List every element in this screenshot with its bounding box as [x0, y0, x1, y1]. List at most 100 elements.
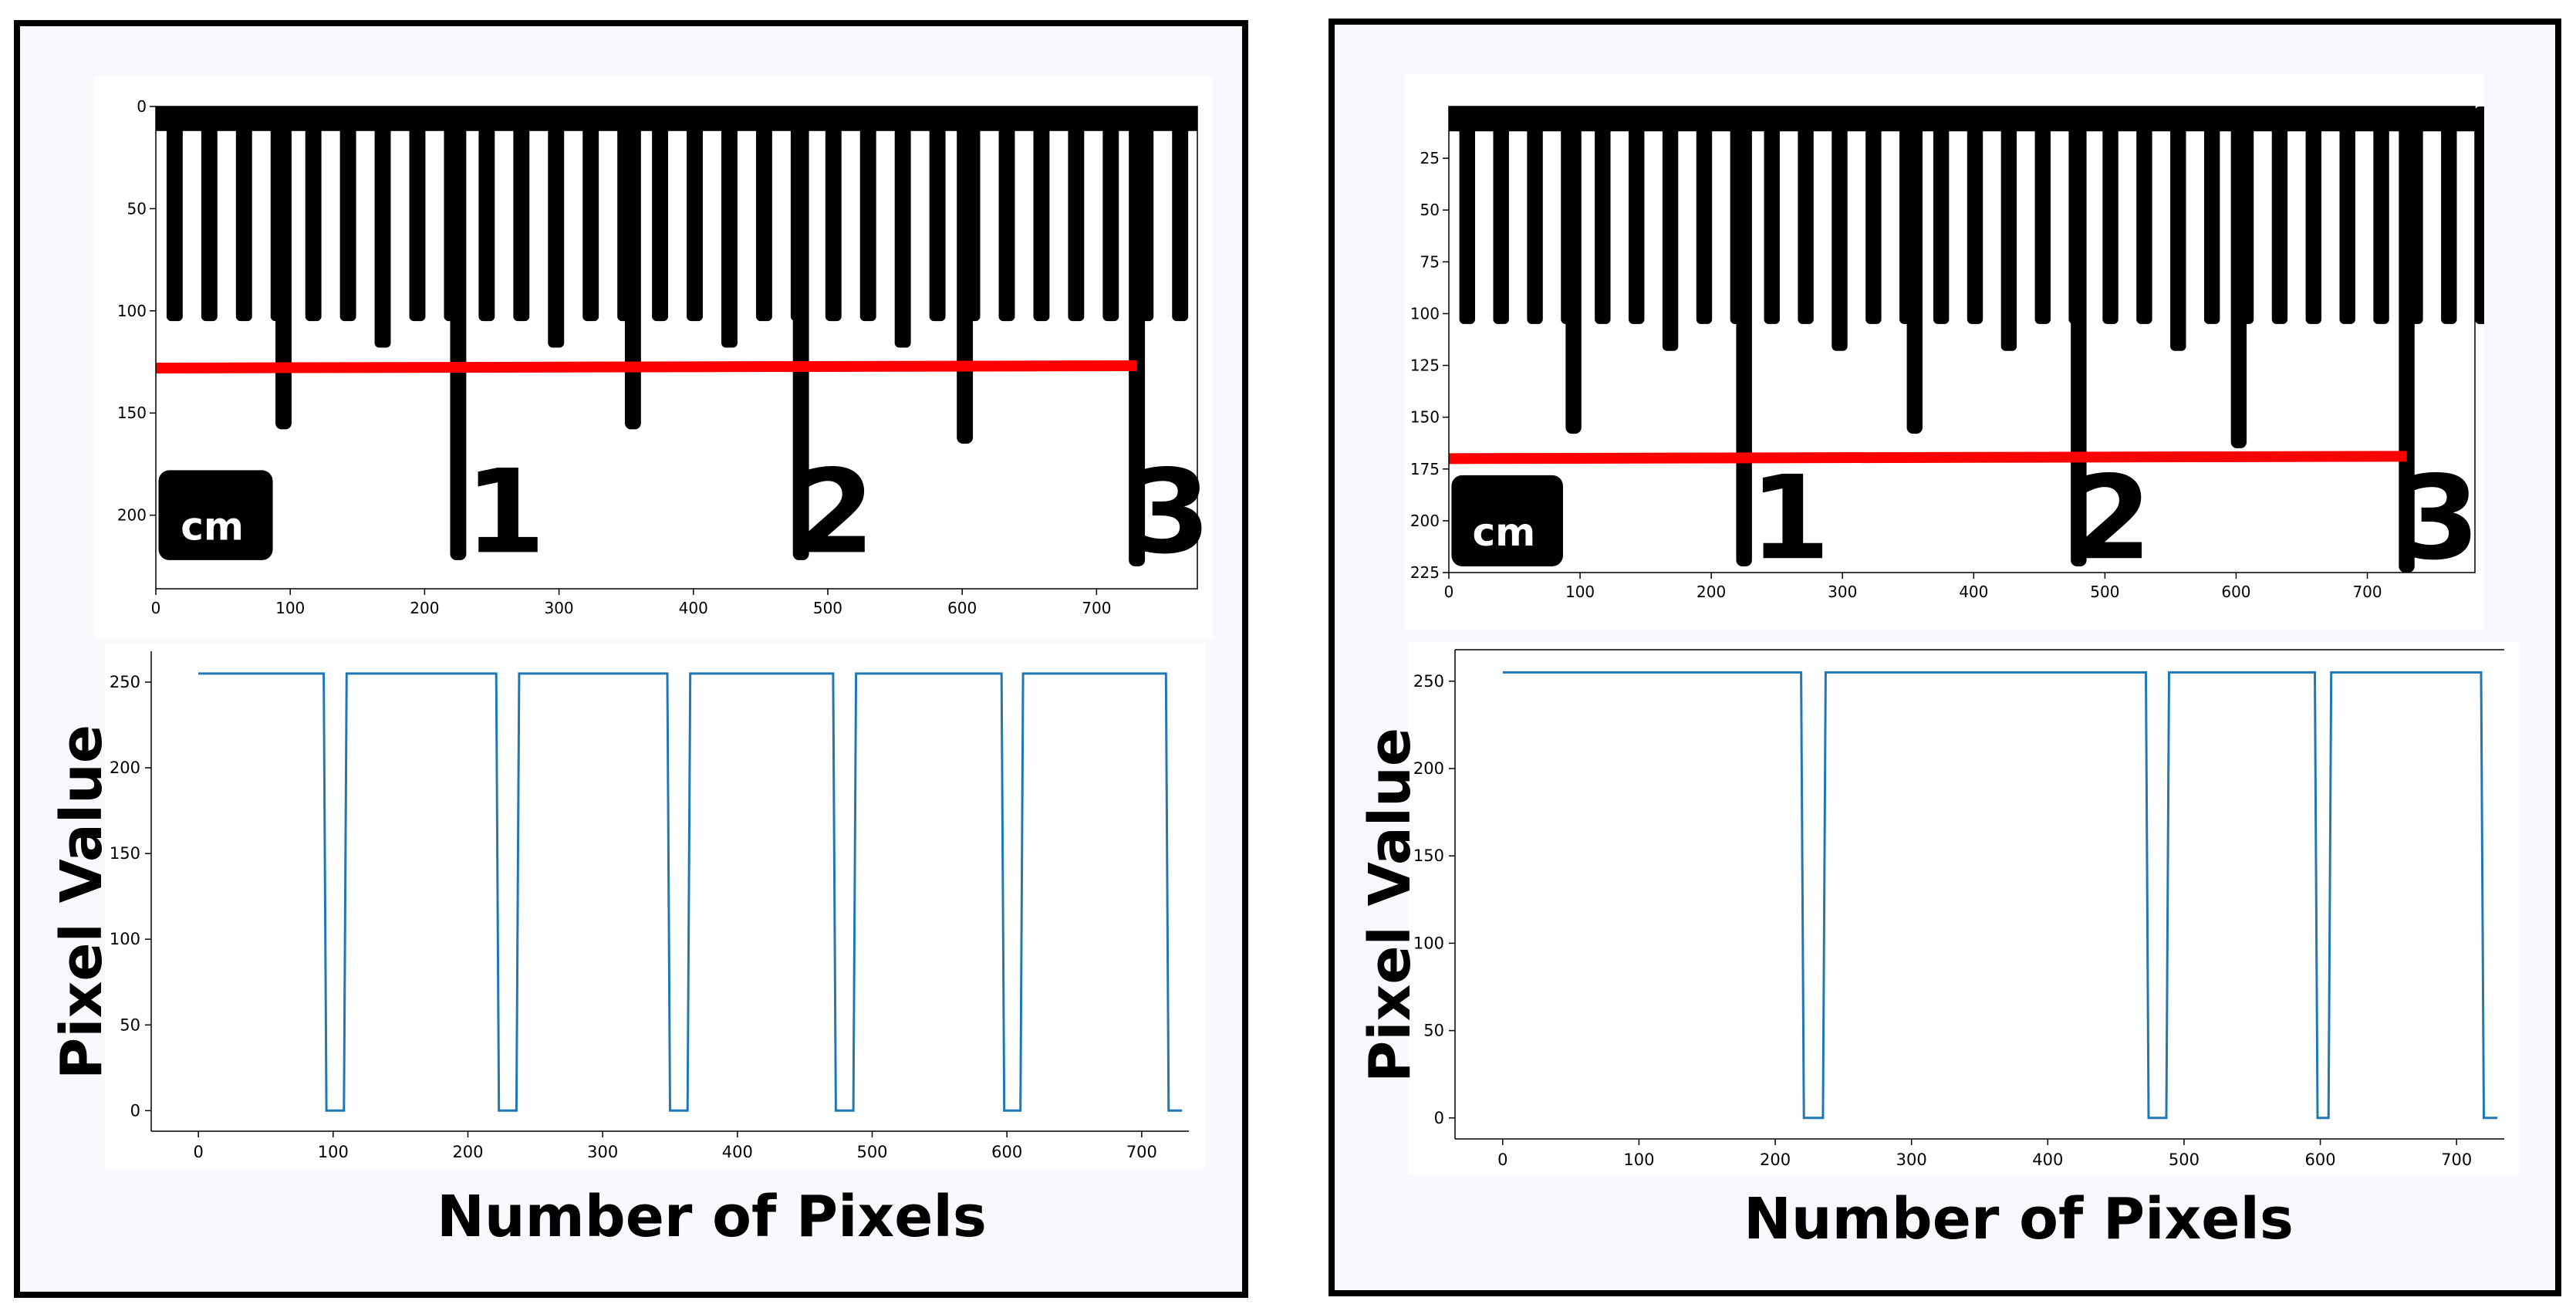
x-tick-label: 700	[1126, 1143, 1157, 1161]
ruler-minor-tick	[305, 106, 322, 322]
y-tick-label: 150	[117, 404, 147, 422]
y-tick-label: 250	[110, 673, 140, 691]
image-background	[1449, 106, 2475, 573]
ruler-minor-tick	[548, 106, 565, 348]
ruler-minor-tick	[1527, 106, 1543, 324]
ruler-minor-tick	[1459, 106, 1476, 324]
ruler-minor-tick	[1662, 106, 1679, 351]
ruler-minor-tick	[409, 106, 426, 322]
ruler-digit: 3	[2399, 451, 2480, 586]
red-scan-line	[155, 360, 1137, 373]
x-tick-label: 400	[722, 1143, 753, 1161]
ruler-minor-tick	[1832, 106, 1848, 351]
ruler-minor-tick	[2000, 106, 2017, 351]
x-tick-label: 700	[2352, 583, 2382, 601]
x-tick-label: 0	[151, 599, 161, 617]
red-scan-line	[1448, 451, 2407, 465]
ruler-minor-tick	[1933, 106, 1950, 324]
y-tick-label: 0	[130, 1101, 140, 1120]
right-x-axis-title: Number of Pixels	[1744, 1186, 2294, 1252]
ruler-minor-tick	[1102, 106, 1119, 322]
ruler-minor-tick	[1629, 106, 1645, 324]
ruler-major-tick	[624, 106, 641, 430]
ruler-digit: 1	[1750, 451, 1830, 586]
x-tick-label: 200	[452, 1143, 483, 1161]
y-tick-label: 150	[1413, 846, 1444, 865]
ruler-minor-tick	[235, 106, 252, 322]
image-frame	[155, 106, 1198, 590]
x-tick-label: 600	[2305, 1151, 2336, 1169]
x-tick-label: 500	[2169, 1151, 2200, 1169]
ruler-major-tick	[1129, 106, 1146, 566]
y-tick-label: 50	[1423, 1022, 1444, 1040]
x-tick-label: 200	[1760, 1151, 1791, 1169]
ruler-unit-label: cm	[181, 504, 244, 549]
y-tick-label: 100	[110, 930, 140, 948]
left-y-axis-title: Pixel Value	[49, 724, 115, 1080]
ruler-unit-block	[1451, 475, 1563, 566]
ruler-minor-tick	[2441, 106, 2457, 324]
x-tick-label: 0	[1444, 583, 1454, 601]
ruler-minor-tick	[2102, 106, 2119, 324]
y-tick-label: 175	[1410, 460, 1440, 478]
y-tick-label: 150	[110, 844, 140, 863]
ruler-minor-tick	[582, 106, 599, 322]
image-background	[156, 106, 1197, 589]
y-tick-label: 50	[127, 199, 147, 218]
ruler-minor-tick	[166, 106, 183, 322]
ruler-major-tick	[2071, 106, 2087, 566]
ruler-minor-tick	[825, 106, 842, 322]
image-frame	[1448, 106, 2476, 573]
ruler-major-tick	[275, 106, 292, 430]
x-tick-label: 600	[2221, 583, 2250, 601]
x-tick-label: 200	[410, 599, 439, 617]
x-tick-label: 100	[275, 599, 305, 617]
ruler-minor-tick	[929, 106, 946, 322]
x-tick-label: 0	[1497, 1151, 1507, 1169]
y-tick-label: 250	[1413, 672, 1444, 691]
ruler-major-tick	[1906, 106, 1923, 434]
pixel-value-series-line	[198, 672, 1183, 1112]
x-tick-label: 400	[679, 599, 708, 617]
ruler-minor-tick	[652, 106, 669, 322]
x-tick-label: 300	[1828, 583, 1857, 601]
ruler-major-tick	[957, 106, 974, 444]
ruler-minor-tick	[201, 106, 218, 322]
ruler-minor-tick	[859, 106, 876, 322]
x-tick-label: 500	[856, 1143, 887, 1161]
ruler-minor-tick	[2475, 106, 2484, 324]
ruler-minor-tick	[2170, 106, 2186, 351]
x-tick-label: 300	[544, 599, 573, 617]
ruler-top-band	[1449, 106, 2475, 132]
x-tick-label: 500	[813, 599, 842, 617]
y-tick-label: 75	[1420, 252, 1440, 271]
y-tick-label: 225	[1410, 563, 1440, 582]
ruler-minor-tick	[374, 106, 391, 348]
y-tick-label: 50	[120, 1015, 140, 1034]
ruler-minor-tick	[2034, 106, 2051, 324]
x-tick-label: 600	[991, 1143, 1022, 1161]
right-y-axis-title: Pixel Value	[1357, 727, 1423, 1083]
ruler-major-tick	[792, 106, 809, 560]
ruler-minor-tick	[1967, 106, 1983, 324]
y-tick-label: 200	[110, 759, 140, 777]
ruler-digit: 1	[465, 445, 545, 579]
ruler-minor-tick	[1696, 106, 1713, 324]
y-tick-label: 0	[1434, 1109, 1444, 1127]
ruler-minor-tick	[1865, 106, 1882, 324]
ruler-major-tick	[1565, 106, 1582, 434]
ruler-minor-tick	[894, 106, 911, 348]
x-tick-label: 600	[947, 599, 977, 617]
x-tick-label: 200	[1697, 583, 1726, 601]
x-tick-label: 700	[1082, 599, 1111, 617]
y-tick-label: 125	[1410, 356, 1440, 375]
x-tick-label: 500	[2090, 583, 2119, 601]
